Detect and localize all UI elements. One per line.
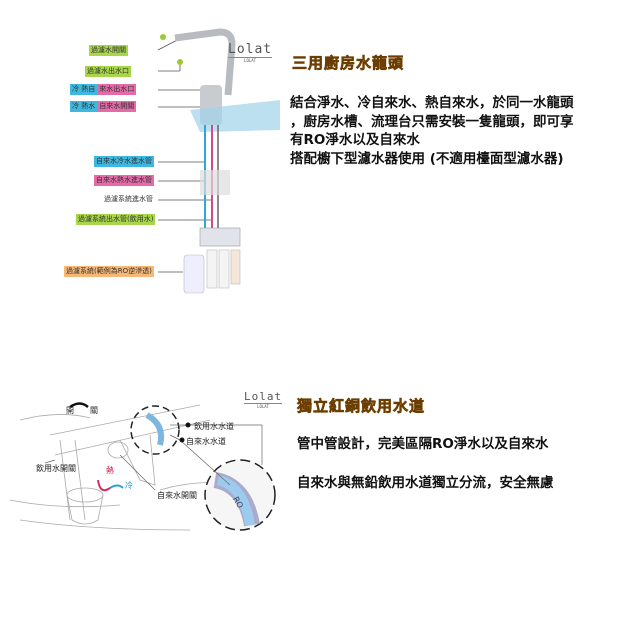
label-filter-outlet-pipe: 過濾系統出水管(飲用水) <box>76 214 156 225</box>
label-open: 開 <box>66 406 74 415</box>
label-drinking-channel: 飲用水水道 <box>194 422 234 431</box>
section2-title: 獨立紅銅飲用水道 <box>297 397 426 416</box>
section1-title: 三用廚房水龍頭 <box>292 54 405 73</box>
label-cold-inlet: 自來水冷水進水管 <box>94 156 154 167</box>
label-cold: 冷 <box>125 481 133 490</box>
label-tap-switch-2: 自來水開關 <box>157 491 197 500</box>
label-filter-inlet: 過濾系統進水管 <box>104 195 153 203</box>
label-tap-outlet: 冷 熱自來水出水口 <box>70 84 137 95</box>
section2-line-1: 管中管設計，完美區隔RO淨水以及自來水 <box>297 436 549 452</box>
section1-description: 結合淨水、冷自來水、熱自來水，於同一水龍頭 ，廚房水槽、流理台只需安裝一隻龍頭，… <box>290 95 574 167</box>
label-tap-switch: 冷 熱水自來水開關 <box>70 101 137 112</box>
label-filter-switch: 過濾水開關 <box>89 45 128 56</box>
marker-dot <box>160 34 166 40</box>
channel-diagram <box>9 402 276 531</box>
label-filter-outlet: 過濾水出水口 <box>85 66 131 77</box>
label-hot-inlet: 自來水熱水進水管 <box>94 175 154 186</box>
label-hot: 熱 <box>106 466 114 475</box>
label-close: 關 <box>90 406 98 415</box>
countertop <box>190 100 280 132</box>
label-drinking-switch: 飲用水開關 <box>36 464 76 473</box>
label-tap-channel: 自來水水道 <box>186 437 226 446</box>
faucet-diagram <box>157 28 280 294</box>
label-filter-system: 過濾系統(範例為RO逆滲透) <box>64 266 154 277</box>
section2-line-2: 自來水與無鉛飲用水道獨立分流，安全無慮 <box>297 475 554 491</box>
